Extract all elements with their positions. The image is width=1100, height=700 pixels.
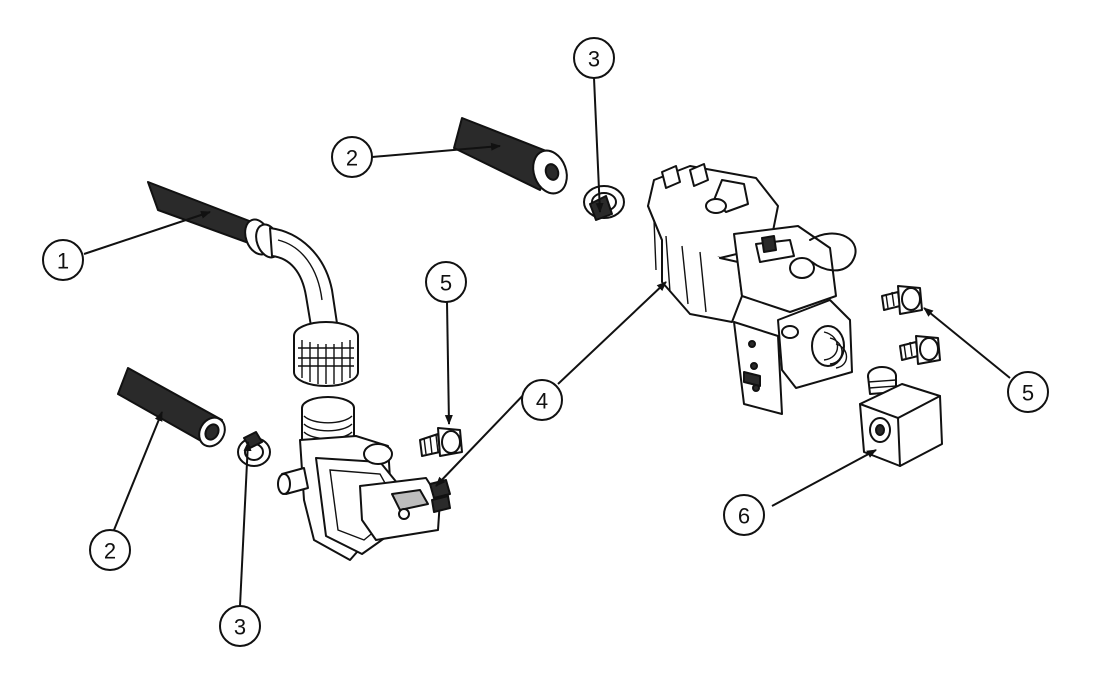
- leader-2-left: [113, 411, 163, 531]
- hose-clamp-top-part: [583, 185, 625, 221]
- callout-5-left-label: 5: [440, 271, 452, 296]
- leader-4-right: [557, 281, 667, 385]
- leader-lines: [83, 77, 1011, 607]
- callout-5-right: 5: [1007, 371, 1049, 413]
- inlet-hose-part: [147, 181, 359, 387]
- callout-2-left-label: 2: [104, 539, 116, 564]
- callout-3-left: 3: [219, 605, 261, 647]
- leader-1: [83, 211, 211, 255]
- callout-5-left: 5: [425, 261, 467, 303]
- fill-hose-top-part: [453, 117, 568, 195]
- callout-2-left: 2: [89, 529, 131, 571]
- leader-5-right: [923, 307, 1011, 379]
- callout-3-top-label: 3: [588, 47, 600, 72]
- leader-3-left: [239, 441, 252, 607]
- fill-hose-left-part: [117, 367, 226, 448]
- water-valve-left-part: [277, 396, 451, 561]
- leader-6: [771, 449, 877, 507]
- leader-3-top: [593, 77, 604, 213]
- callout-2-top-label: 2: [346, 146, 358, 171]
- callout-3-top: 3: [573, 37, 615, 79]
- elbow-fitting-part: [859, 366, 943, 467]
- hose-clamp-left-part: [237, 431, 271, 467]
- water-valve-right-part: [647, 163, 857, 415]
- callout-1: 1: [42, 239, 84, 281]
- callout-1-label: 1: [57, 249, 69, 274]
- callout-6-label: 6: [738, 504, 750, 529]
- callout-6: 6: [723, 494, 765, 536]
- screw-left-part: [419, 427, 463, 457]
- leader-4-left: [435, 387, 531, 487]
- leader-2-top: [371, 142, 501, 158]
- leader-5-left: [444, 301, 453, 425]
- callout-2-top: 2: [331, 136, 373, 178]
- callout-5-right-label: 5: [1022, 381, 1034, 406]
- callout-4-label: 4: [536, 389, 548, 414]
- screw-right-upper-part: [881, 285, 923, 315]
- callout-4: 4: [521, 379, 563, 421]
- screw-right-lower-part: [899, 335, 941, 365]
- callout-3-left-label: 3: [234, 615, 246, 640]
